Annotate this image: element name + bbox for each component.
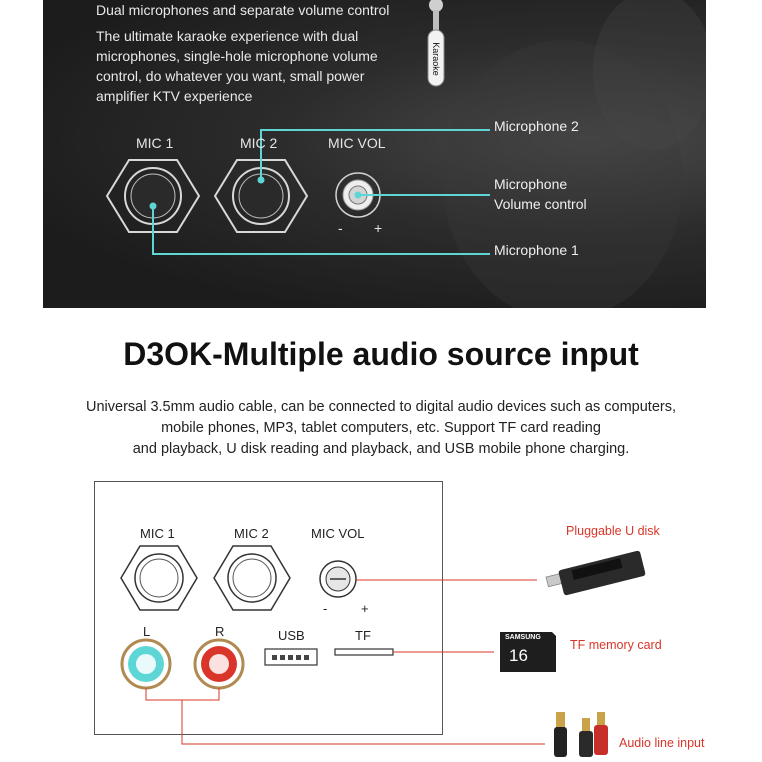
panel-left-label: L [143, 624, 151, 639]
callout-dot [354, 191, 362, 199]
panel-plus-label: + [361, 601, 369, 616]
silhouette-shape [593, 0, 706, 150]
callout-line-mic1 [152, 206, 490, 255]
callout-line-mic2 [260, 129, 490, 180]
panel-usb-label: USB [278, 628, 305, 643]
banner-headline: Dual microphones and separate volume con… [96, 2, 390, 18]
micvol-label: MIC VOL [328, 135, 386, 151]
panel-mic1-label: MIC 1 [140, 526, 175, 541]
section-desc-line: and playback, U disk reading and playbac… [132, 441, 630, 457]
mic2-jack-graphic [213, 159, 309, 233]
callout-microphone-2: Microphone 2 [494, 118, 579, 134]
mic1-label: MIC 1 [136, 135, 174, 151]
silhouette-shape [443, 40, 683, 308]
callout-volume-line1: Microphone [494, 176, 568, 192]
panel-minus-label: - [323, 601, 328, 616]
panel-right-label: R [215, 624, 225, 639]
callout-dot [149, 202, 157, 210]
section-title: D3OK-Multiple audio source input [123, 336, 639, 372]
panel-micvol-label: MIC VOL [311, 526, 365, 541]
banner-graphics [105, 0, 706, 308]
tf-card-brand: SAMSUNG [505, 634, 541, 641]
callout-volume-line2: Volume control [494, 196, 587, 212]
section-desc-line: mobile phones, MP3, tablet computers, et… [161, 420, 601, 436]
mic2-label: MIC 2 [240, 135, 278, 151]
panel-mic2-label: MIC 2 [234, 526, 269, 541]
section-desc-line: Universal 3.5mm audio cable, can be conn… [86, 399, 676, 415]
audio-cable-icon [554, 712, 608, 757]
microphone-icon [427, 0, 445, 87]
plus-label: + [374, 220, 383, 236]
banner-description: The ultimate karaoke experience with dua… [96, 28, 378, 104]
audio-input-label: Audio line input [619, 736, 705, 750]
minus-label: - [338, 220, 343, 236]
usb-drive-icon [545, 550, 646, 596]
callout-dot [257, 176, 265, 184]
karaoke-banner: Dual microphones and separate volume con… [43, 0, 706, 308]
mic-badge-text: Karaoke [431, 42, 441, 76]
tf-card-size: 16 [509, 646, 528, 665]
section-description: Universal 3.5mm audio cable, can be conn… [30, 397, 732, 460]
input-panel [94, 481, 443, 735]
panel-tf-label: TF [355, 628, 371, 643]
callout-microphone-1: Microphone 1 [494, 242, 579, 258]
tfcard-label: TF memory card [570, 638, 662, 652]
udisk-label: Pluggable U disk [566, 524, 660, 538]
